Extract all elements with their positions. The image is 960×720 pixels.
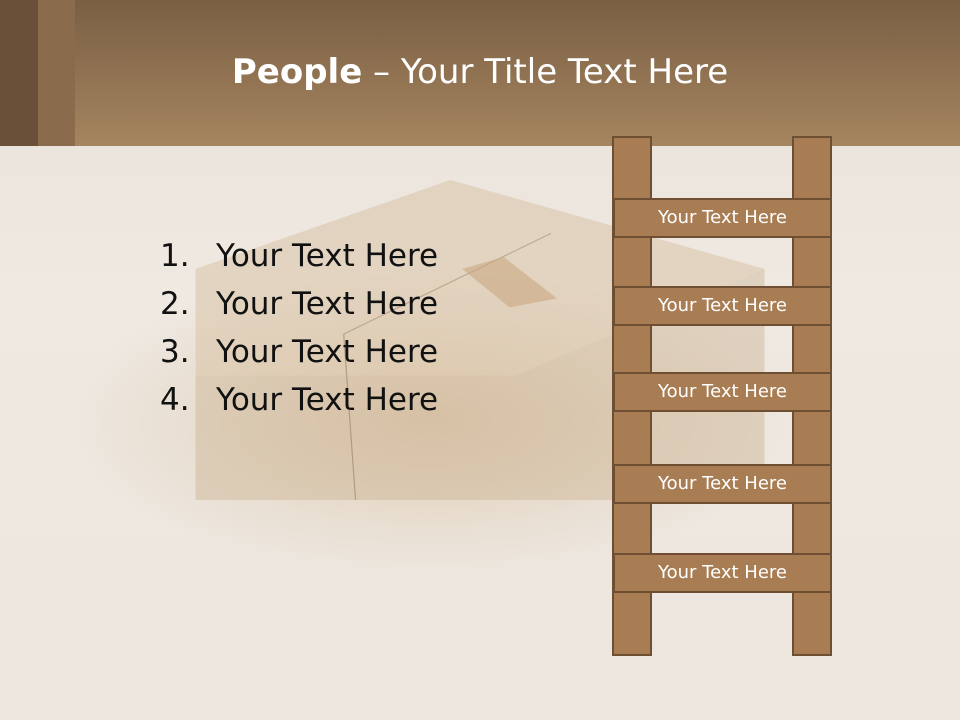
- ladder-rung-5: Your Text Here: [613, 553, 832, 593]
- ladder-rung-3: Your Text Here: [613, 372, 832, 412]
- list-text: Your Text Here: [216, 382, 439, 418]
- list-number: 4.: [160, 382, 190, 418]
- header-band: People – Your Title Text Here: [0, 0, 960, 146]
- list-number: 1.: [160, 238, 190, 274]
- ladder-rung-4: Your Text Here: [613, 464, 832, 504]
- numbered-list: 1. Your Text Here 2. Your Text Here 3. Your…: [160, 232, 438, 424]
- list-item: 2. Your Text Here: [160, 280, 438, 328]
- list-text: Your Text Here: [216, 334, 439, 370]
- list-item: 1. Your Text Here: [160, 232, 438, 280]
- slide-title: People – Your Title Text Here: [0, 52, 960, 92]
- header-accent-dark: [0, 0, 38, 146]
- list-text: Your Text Here: [216, 286, 439, 322]
- header-accent-mid: [38, 0, 75, 146]
- list-item: 3. Your Text Here: [160, 328, 438, 376]
- ladder-rung-2: Your Text Here: [613, 286, 832, 326]
- list-item: 4. Your Text Here: [160, 376, 438, 424]
- list-number: 3.: [160, 334, 190, 370]
- list-text: Your Text Here: [216, 238, 439, 274]
- title-rest: – Your Title Text Here: [362, 52, 729, 92]
- list-number: 2.: [160, 286, 190, 322]
- title-bold: People: [231, 52, 363, 92]
- ladder-rung-1: Your Text Here: [613, 198, 832, 238]
